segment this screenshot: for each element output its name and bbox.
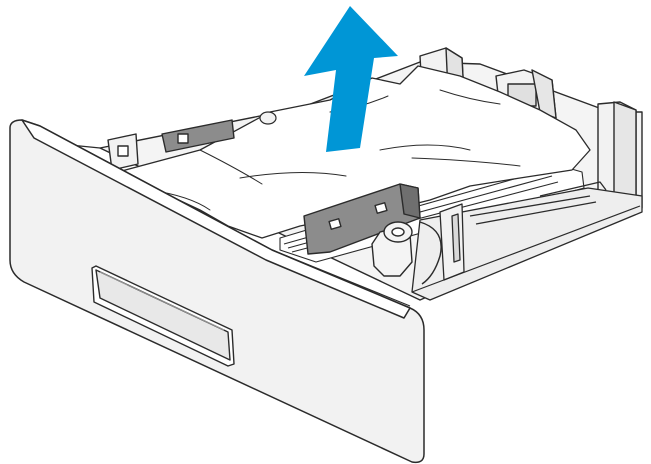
tray-guide-knob — [371, 221, 442, 285]
tray-front-handle — [91, 265, 235, 367]
tray-front-panel — [9, 119, 425, 464]
tray-length-guide — [303, 183, 421, 255]
arrow-up-icon — [304, 6, 398, 152]
tray-right-rear-post — [597, 101, 637, 201]
tray-right-guide-bracket — [439, 203, 465, 281]
tray-left-rear-bracket — [107, 133, 139, 171]
tray-rear-guide-plate — [161, 119, 235, 153]
tray-small-clip — [259, 111, 277, 125]
jammed-paper-creases — [149, 89, 521, 211]
